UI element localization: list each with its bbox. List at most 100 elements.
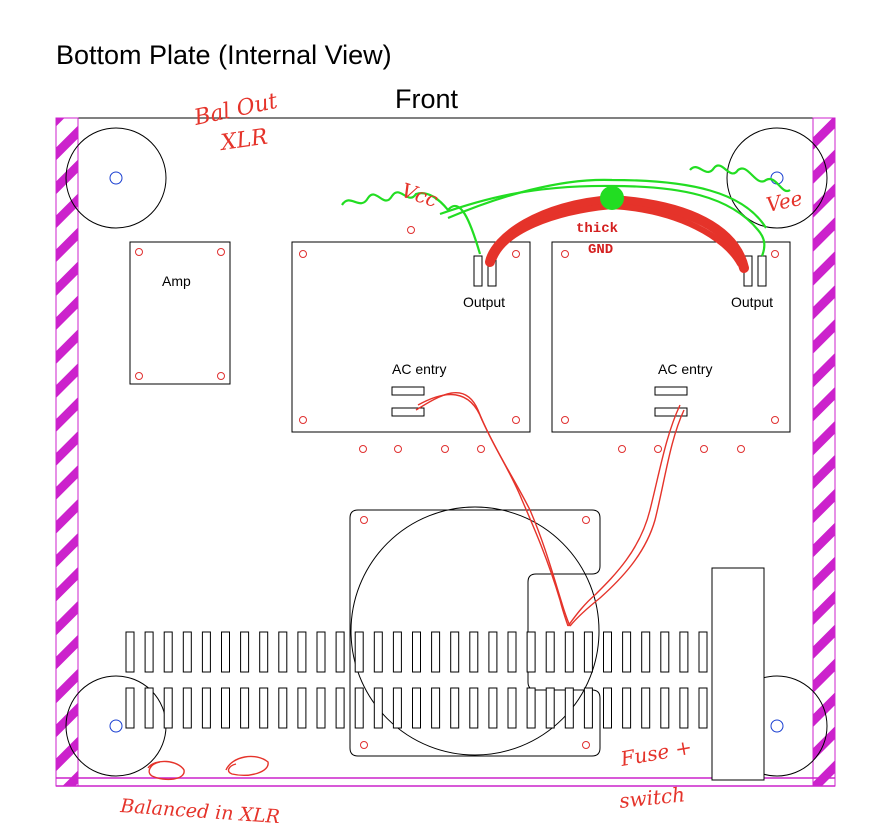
bal-out-annotation-line1: Bal Out	[191, 89, 280, 131]
vent-slot	[412, 687, 421, 729]
vent-slot	[297, 631, 307, 673]
vent-slot	[240, 631, 250, 673]
vent-slot	[698, 631, 708, 673]
vent-slot	[373, 631, 383, 673]
vent-slot	[469, 687, 479, 729]
output-terminal	[757, 255, 767, 287]
output-label-left: Output	[463, 294, 505, 310]
psu-board-left: Output AC entry	[291, 241, 531, 433]
vent-slot	[507, 687, 517, 729]
vent-slot	[316, 687, 326, 729]
vent-slot	[564, 631, 574, 673]
fuse-annotation: Fuse +	[618, 735, 694, 771]
vent-slot	[660, 687, 670, 729]
vent-slot	[622, 631, 632, 673]
vent-slot	[431, 687, 441, 729]
ac-terminal	[654, 386, 688, 396]
amp-board: Amp	[129, 241, 231, 385]
vent-slot	[526, 631, 536, 673]
mains-wires	[415, 392, 685, 627]
vent-slot	[221, 631, 230, 673]
vent-slot	[641, 687, 651, 729]
vent-slot	[526, 687, 536, 729]
balanced-in-annotation: Balanced in XLR	[119, 795, 281, 823]
ac-terminal	[391, 386, 425, 396]
thick-gnd-annotation-line1: thick	[576, 221, 618, 237]
output-terminal	[473, 255, 483, 287]
mount-hole	[109, 171, 123, 185]
diagram-title: Bottom Plate (Internal View)	[56, 40, 392, 70]
right-side-rail	[812, 117, 836, 787]
vent-slot	[698, 687, 708, 729]
vent-slot	[144, 631, 154, 673]
vent-slot	[679, 687, 689, 729]
vent-slot	[278, 631, 288, 673]
vent-slot	[392, 631, 402, 673]
vee-annotation: Vee	[764, 186, 804, 217]
vent-slot	[335, 687, 345, 729]
vent-slot	[431, 631, 441, 673]
vent-slot	[564, 687, 574, 729]
vent-slot	[221, 687, 230, 729]
vcc-annotation: Vcc	[398, 178, 440, 212]
output-label-right: Output	[731, 294, 773, 310]
vent-slot	[278, 687, 288, 729]
vent-slot	[641, 631, 651, 673]
vent-slot	[316, 631, 326, 673]
vent-slot	[603, 687, 612, 729]
vent-slot	[182, 631, 192, 673]
left-side-rail	[55, 117, 79, 787]
vent-slot	[603, 631, 612, 673]
vent-slot	[469, 631, 479, 673]
psu-board-right: Output AC entry	[551, 241, 791, 433]
ground-junction-dot	[600, 186, 624, 210]
switch-annotation: switch	[618, 782, 686, 813]
vent-slot	[545, 687, 555, 729]
front-label: Front	[395, 84, 459, 114]
vent-slot	[354, 687, 364, 729]
vent-slot	[488, 687, 498, 729]
vent-slot	[392, 687, 402, 729]
fuse-switch-box	[711, 567, 765, 781]
vent-slot	[545, 631, 555, 673]
vent-slot	[163, 687, 173, 729]
vent-slot	[488, 631, 498, 673]
ac-entry-label-right: AC entry	[658, 361, 712, 377]
thick-gnd-annotation-line2: GND	[588, 242, 613, 258]
vent-slot	[507, 631, 517, 673]
screw-hole-row	[359, 226, 745, 453]
vent-slot	[412, 631, 421, 673]
vent-slot	[297, 687, 307, 729]
vent-slot	[163, 631, 173, 673]
amp-label: Amp	[162, 273, 191, 289]
vent-slot	[373, 687, 383, 729]
vent-slot	[125, 687, 135, 729]
vent-slot	[144, 687, 154, 729]
vent-slot	[583, 687, 593, 729]
vcc-vee-wires	[341, 164, 791, 257]
vent-slot	[201, 687, 211, 729]
vent-slot	[259, 631, 269, 673]
vent-slot	[182, 687, 192, 729]
vent-slot	[450, 687, 460, 729]
xlr-scribbles	[147, 755, 269, 781]
corner-foot-top-left	[65, 127, 167, 229]
ac-entry-label-left: AC entry	[392, 361, 446, 377]
vent-slot	[679, 631, 689, 673]
vent-slot	[354, 631, 364, 673]
ac-terminal	[654, 407, 688, 417]
vent-slot	[259, 687, 269, 729]
vent-slot	[660, 631, 670, 673]
vent-slot	[450, 631, 460, 673]
ac-terminal	[391, 407, 425, 417]
bal-out-annotation-line2: XLR	[217, 125, 269, 157]
vent-slot	[622, 687, 632, 729]
vent-slot	[335, 631, 345, 673]
vent-slot	[583, 631, 593, 673]
vent-slot	[125, 631, 135, 673]
vent-slot	[201, 631, 211, 673]
mount-hole	[770, 719, 784, 733]
vent-slot	[240, 687, 250, 729]
mount-hole	[109, 719, 123, 733]
